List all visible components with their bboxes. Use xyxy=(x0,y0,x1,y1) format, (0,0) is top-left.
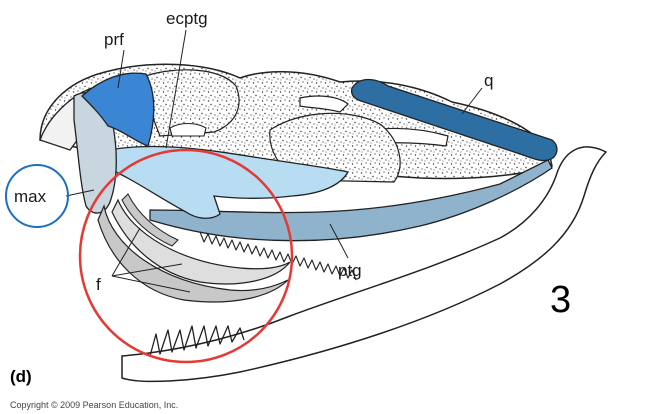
label-ecptg: ecptg xyxy=(166,9,208,28)
label-q: q xyxy=(484,71,493,90)
small-bone xyxy=(170,124,206,137)
label-max: max xyxy=(14,187,47,206)
label-ptg: ptg xyxy=(338,261,362,280)
label-f: f xyxy=(96,275,101,294)
panel-label: (d) xyxy=(10,367,32,386)
copyright-notice: Copyright © 2009 Pearson Education, Inc. xyxy=(10,400,178,410)
label-prf: prf xyxy=(104,30,124,49)
figure-number: 3 xyxy=(550,279,571,321)
